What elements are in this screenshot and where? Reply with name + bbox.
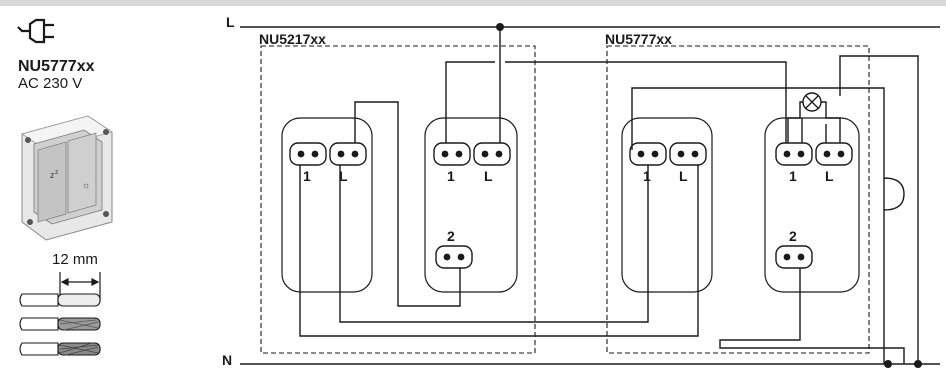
switch-plate-3 [621,117,713,293]
strip-dimension [59,272,101,300]
switch-photo-icon: z z ☼ [21,115,113,241]
terminal-label-ld: L [825,168,834,184]
bell-push-symbol [883,176,905,212]
terminal-label-lb: L [484,168,493,184]
top-bar [0,0,946,6]
strip-length-label: 12 mm [52,251,98,268]
svg-text:☼: ☼ [82,180,90,190]
terminal-blocks [289,142,853,269]
terminal-label-1c: 1 [643,168,651,184]
left-group-box [260,45,536,354]
product-sidebar: z z ☼ NU5777xx AC 230 V 12 mm [0,0,150,369]
svg-text:z: z [55,169,59,176]
switch-plate-4 [764,117,860,293]
right-group-label: NU5777xx [605,31,672,47]
terminal-label-1b: 1 [447,168,455,184]
svg-text:z: z [50,170,55,180]
terminal-label-la: L [339,168,348,184]
terminal-screws [297,150,845,261]
switch-plate-2 [424,117,518,293]
terminal-label-1a: 1 [303,168,311,184]
neutral-rail-label: N [222,352,232,368]
left-group-label: NU5217xx [259,31,326,47]
terminal-label-lc: L [679,168,688,184]
product-code: NU5777xx [18,58,95,75]
sidebar-graphics: z z ☼ [17,18,113,356]
plug-icon [17,18,54,44]
wiring [299,23,922,368]
voltage-label: AC 230 V [18,75,83,92]
terminal-label-2b: 2 [789,228,797,244]
terminal-label-2a: 2 [447,228,455,244]
wire-strand-icon [19,293,101,356]
lamp-icon [802,92,822,112]
right-group-box [606,45,870,354]
switch-plate-1 [281,117,373,293]
terminal-label-1d: 1 [789,168,797,184]
live-rail-label: L [226,14,235,30]
